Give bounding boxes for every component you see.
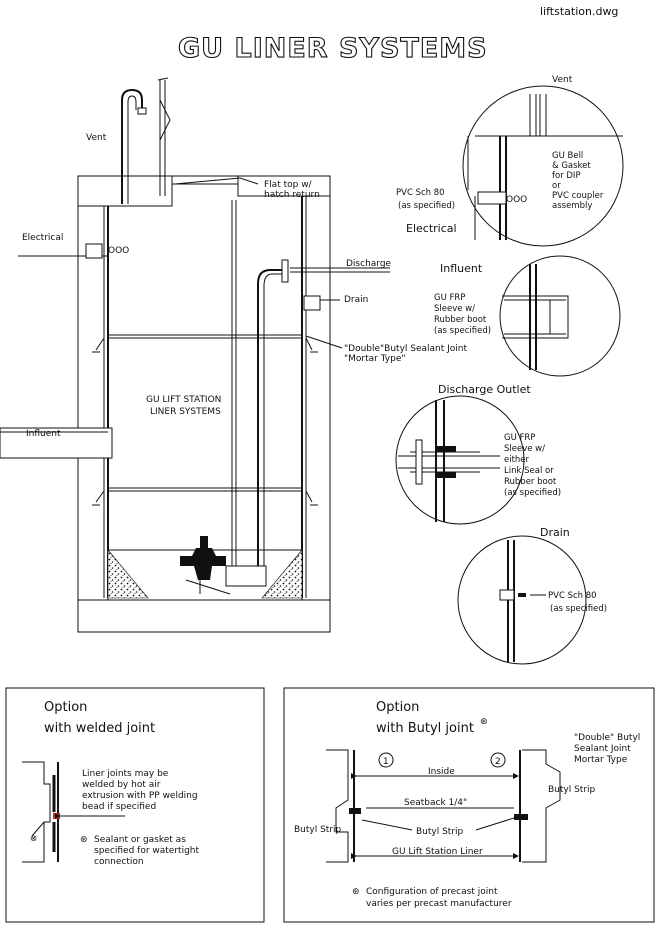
discharge-sleeve-3: either xyxy=(504,455,530,465)
vent-pipe xyxy=(121,88,143,204)
vent-pvc-2: (as specified) xyxy=(398,201,455,211)
discharge-sleeve-6: (as specified) xyxy=(504,488,561,498)
vent-label: Vent xyxy=(86,133,107,143)
discharge-sleeve-1: GU FRP xyxy=(504,433,535,443)
influent-sleeve-1: GU FRP xyxy=(434,293,465,303)
welded-title: Option xyxy=(44,700,87,715)
right-benching xyxy=(261,549,303,599)
influent-detail: Influent GU FRP Sleeve w/ Rubber boot (a… xyxy=(434,255,621,377)
butyl-seatback: Seatback 1/4" xyxy=(404,798,467,808)
influent-sleeve-2: Sleeve w/ xyxy=(434,304,475,314)
svg-text:⊛: ⊛ xyxy=(80,835,88,845)
influent-label: Influent xyxy=(26,429,61,439)
vent-pvc-1: PVC Sch 80 xyxy=(396,188,445,198)
butyl-double-2: Sealant Joint xyxy=(574,744,631,754)
gu-bell-5: PVC coupler xyxy=(552,191,604,201)
influent-sleeve-3: Rubber boot xyxy=(434,315,487,325)
butyl-config-1: Configuration of precast joint xyxy=(366,887,498,897)
discharge-sleeve-5: Rubber boot xyxy=(504,477,557,487)
butyl-joint-label-1: "Double"Butyl Sealant Joint xyxy=(344,344,468,354)
influent-sleeve-4: (as specified) xyxy=(434,326,491,336)
influent-pipe xyxy=(0,427,113,459)
submersible-pump xyxy=(180,536,267,595)
top-slab xyxy=(77,175,173,207)
drain-detail-title: Drain xyxy=(540,526,570,539)
welded-sealant-1: Sealant or gasket as xyxy=(94,835,186,845)
center-label-1: GU LIFT STATION xyxy=(146,395,221,405)
welded-note-1: Liner joints may be xyxy=(82,769,169,779)
butyl-strip-right: Butyl Strip xyxy=(548,785,596,795)
flat-top-label-2: hatch return xyxy=(264,190,320,200)
butyl-subtitle: with Butyl joint xyxy=(376,721,474,736)
welded-sealant-2: specified for watertight xyxy=(94,846,199,856)
butyl-double-1: "Double" Butyl xyxy=(574,733,640,743)
gu-bell-1: GU Bell xyxy=(552,151,583,161)
discharge-pipe xyxy=(257,269,282,570)
butyl-double-3: Mortar Type xyxy=(574,755,628,765)
left-benching xyxy=(107,549,149,599)
vent-electrical: Electrical xyxy=(406,222,457,235)
butyl-joint-label-2: "Mortar Type" xyxy=(344,354,406,364)
welded-subtitle: with welded joint xyxy=(44,721,155,736)
svg-text:OOO: OOO xyxy=(108,246,129,256)
butyl-inside: Inside xyxy=(428,767,455,777)
welded-note-4: bead if specified xyxy=(82,802,156,812)
vent-detail-title: Vent xyxy=(552,75,573,85)
butyl-strip-left: Butyl Strip xyxy=(294,825,342,835)
lift-station-section: Vent Flat top w/ hatch return Electrical… xyxy=(0,77,468,633)
base-slab xyxy=(77,599,331,633)
influent-detail-title: Influent xyxy=(440,262,483,275)
drain-pvc-1: PVC Sch 80 xyxy=(548,591,597,601)
discharge-detail: Discharge Outlet GU FRP Sleeve w/ either… xyxy=(395,383,561,525)
option-welded-panel: Option with welded joint ⊗ Liner joints … xyxy=(5,687,265,923)
page-title: GU LINER SYSTEMS xyxy=(178,33,488,64)
electrical-label: Electrical xyxy=(22,233,63,243)
svg-text:OOO: OOO xyxy=(506,195,527,205)
discharge-sleeve-2: Sleeve w/ xyxy=(504,444,545,454)
drain-pvc-2: (as specified) xyxy=(550,604,607,614)
butyl-title: Option xyxy=(376,700,419,715)
welded-note-2: welded by hot air xyxy=(82,780,161,790)
svg-text:⊛: ⊛ xyxy=(480,717,488,727)
hatch xyxy=(157,77,259,196)
gu-bell-3: for DIP xyxy=(552,171,581,181)
welded-note-3: extrusion with PP welding xyxy=(82,791,198,801)
butyl-strip-center: Butyl Strip xyxy=(416,827,464,837)
butyl-marker-1: 1 xyxy=(383,757,389,767)
svg-text:⊛: ⊛ xyxy=(352,887,360,897)
center-label-2: LINER SYSTEMS xyxy=(150,407,221,417)
butyl-liner: GU Lift Station Liner xyxy=(392,847,483,857)
welded-sealant-3: connection xyxy=(94,857,144,867)
discharge-label: Discharge xyxy=(346,259,392,269)
vent-detail: Vent OOO GU Bell & Gasket for DIP or PVC… xyxy=(396,75,624,247)
option-butyl-panel: Option with Butyl joint ⊛ "Double" Butyl… xyxy=(283,687,655,923)
file-name: liftstation.dwg xyxy=(540,5,618,18)
svg-text:⊗: ⊗ xyxy=(30,834,37,844)
gu-bell-6: assembly xyxy=(552,201,592,211)
gu-bell-4: or xyxy=(552,181,561,191)
drain-label: Drain xyxy=(344,295,368,305)
discharge-sleeve-4: Link Seal or xyxy=(504,466,554,476)
gu-bell-2: & Gasket xyxy=(552,161,591,171)
discharge-detail-title: Discharge Outlet xyxy=(438,383,531,396)
butyl-marker-2: 2 xyxy=(495,757,501,767)
right-wall xyxy=(301,195,331,601)
flat-top-label-1: Flat top w/ xyxy=(264,180,313,190)
butyl-config-2: varies per precast manufacturer xyxy=(366,899,512,909)
drain-detail: Drain PVC Sch 80 (as specified) xyxy=(457,526,607,665)
